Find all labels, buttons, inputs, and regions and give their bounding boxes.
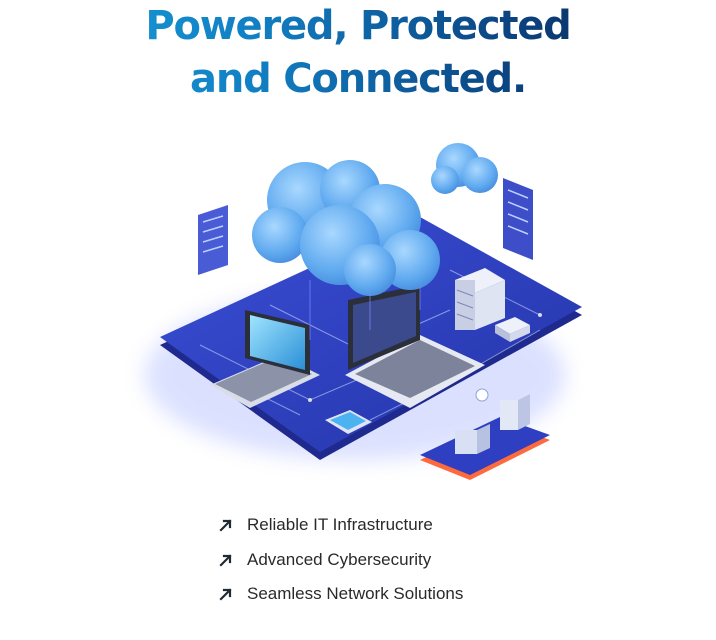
arrow-up-right-icon	[219, 519, 232, 532]
feature-item: Advanced Cybersecurity	[218, 543, 463, 578]
edge-server-platform-icon	[420, 388, 550, 480]
floating-panel-right-icon	[503, 178, 533, 260]
page-headline: Powered, Protected and Connected.	[0, 0, 716, 106]
tablet-icon	[325, 410, 372, 434]
headline-line-2: and Connected.	[0, 53, 716, 106]
feature-label: Reliable IT Infrastructure	[247, 515, 433, 535]
floating-panel-left-icon	[198, 205, 228, 275]
arrow-up-right-icon	[219, 588, 232, 601]
laptop-center-icon	[345, 285, 485, 408]
feature-item: Reliable IT Infrastructure	[218, 508, 463, 543]
server-stack-icon	[455, 268, 505, 330]
cloud-network-illustration	[145, 143, 582, 480]
router-icon	[495, 317, 530, 342]
main-cloud-icon	[252, 160, 440, 296]
headline-line-1: Powered, Protected	[0, 0, 716, 53]
laptop-left-icon	[210, 310, 320, 408]
feature-label: Seamless Network Solutions	[247, 584, 464, 604]
feature-label: Advanced Cybersecurity	[247, 549, 432, 569]
arrow-up-right-icon	[219, 554, 232, 567]
small-cloud-icon	[431, 143, 498, 194]
feature-list: Reliable IT Infrastructure Advanced Cybe…	[218, 508, 463, 612]
feature-item: Seamless Network Solutions	[218, 577, 463, 612]
